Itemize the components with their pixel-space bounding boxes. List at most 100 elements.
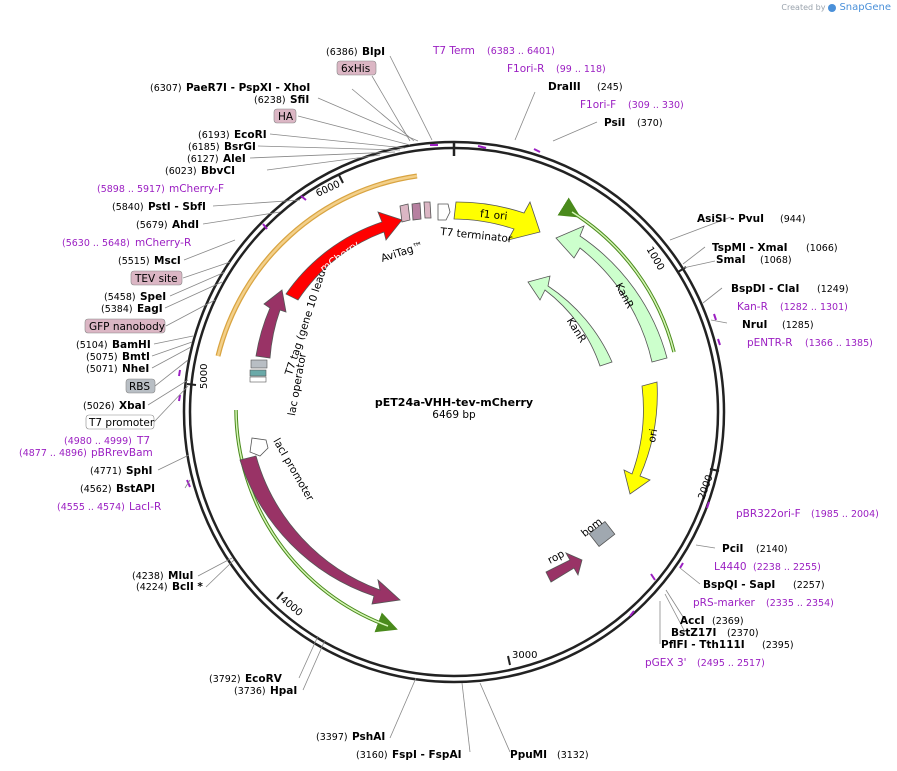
plasmid-size: 6469 bp	[432, 409, 476, 421]
t7-terminator-label: T7 terminator	[439, 226, 514, 246]
rbs-block	[250, 359, 268, 369]
site-pos: (5458)	[104, 292, 136, 303]
site-name: NruI	[742, 319, 767, 331]
site-name: BamHI	[112, 339, 151, 351]
primer-range: (4980 .. 4999)	[64, 436, 132, 447]
site-pos: (1066)	[806, 243, 838, 254]
site-pos: (5071)	[86, 364, 118, 375]
tick-label-5000: 5000	[199, 364, 210, 389]
primer-marks	[178, 144, 721, 617]
site-pos: (6238)	[254, 95, 286, 106]
site-name: PciI	[722, 543, 743, 555]
primer-name: pBR322ori-F	[736, 508, 801, 520]
primer-name: L4440	[714, 561, 747, 573]
primer-range: (1366 .. 1385)	[805, 338, 873, 349]
tag-block-2	[411, 202, 422, 221]
site-name: EagI	[137, 303, 163, 315]
site-pos: (1249)	[817, 284, 849, 295]
primer-name: pBRrevBam	[91, 447, 153, 459]
laci-promoter-label: lacI promoter	[270, 436, 316, 503]
feature-tev-site-label: TEV site	[134, 273, 178, 285]
site-name: PstI - SbfI	[148, 201, 206, 213]
kanr-arrow-1	[555, 225, 668, 363]
site-pos: (2140)	[756, 544, 788, 555]
feature-gfp-nanobody-label: GFP nanobody	[89, 321, 165, 333]
ori-label: ori	[646, 428, 660, 444]
avitag-block	[399, 203, 411, 223]
site-pos: (2369)	[712, 616, 744, 627]
primer-range: (5630 .. 5648)	[62, 238, 130, 249]
primer-name: pGEX 3'	[645, 657, 687, 669]
created-by-text: Created by	[781, 3, 826, 12]
snapgene-credit: Created by SnapGene	[781, 2, 891, 13]
primer-range: (2495 .. 2517)	[697, 658, 765, 669]
site-name: AhdI	[172, 219, 199, 231]
site-name: DraIII	[548, 81, 581, 93]
t7-terminator-marker	[437, 203, 451, 221]
feature-rbs-label: RBS	[129, 381, 150, 393]
site-name: BbvCI	[201, 165, 235, 177]
primer-name: T7 Term	[432, 45, 475, 57]
snapgene-logo-icon	[828, 3, 837, 12]
site-name: PsiI	[604, 117, 625, 129]
site-pos: (3160)	[356, 750, 388, 761]
boxed-feature-labels: 6xHis HA TEV site GFP nanobody RBS T7 pr…	[84, 60, 377, 430]
site-pos: (3132)	[557, 750, 589, 761]
site-name: BmtI	[122, 351, 150, 363]
site-name: TspMI - XmaI	[712, 242, 788, 254]
restriction-sites-left: (6386) BlpI (6307) PaeR7I - PspXI - XhoI…	[76, 46, 589, 761]
feature-t7-promoter-label: T7 promoter	[88, 417, 155, 429]
primer-range: (1985 .. 2004)	[811, 509, 879, 520]
site-pos: (944)	[780, 214, 806, 225]
site-name: AleI	[223, 153, 246, 165]
primer-range: (4877 .. 4896)	[19, 448, 87, 459]
kanr-arrow-2	[527, 275, 613, 367]
site-name: BlpI	[362, 46, 385, 58]
rop-arrow	[545, 552, 583, 583]
primer-range: (309 .. 330)	[628, 100, 684, 111]
site-pos: (3736)	[234, 686, 266, 697]
primer-name: pENTR-R	[747, 337, 793, 349]
tick-label-4000: 4000	[278, 594, 305, 619]
site-name: BspDI - ClaI	[731, 283, 799, 295]
site-pos: (370)	[637, 118, 663, 129]
site-name: MluI	[168, 570, 193, 582]
site-pos: (1068)	[760, 255, 792, 266]
f1-ori-label: f1 ori	[479, 208, 507, 223]
site-pos: (5104)	[76, 340, 108, 351]
site-pos: (2370)	[727, 628, 759, 639]
site-name: BclI *	[172, 581, 203, 593]
t7-tag-arrow	[255, 289, 287, 359]
site-name: PflFI - Tth111I	[661, 639, 745, 651]
site-name: BstAPI	[116, 483, 155, 495]
site-pos: (6386)	[326, 47, 358, 58]
f1-ori-arrow	[453, 201, 541, 241]
laci-arrow	[239, 455, 401, 605]
primer-name: mCherry-R	[135, 237, 191, 249]
site-pos: (5679)	[136, 220, 168, 231]
site-name: HpaI	[270, 685, 297, 697]
site-pos: (1285)	[782, 320, 814, 331]
site-name: BspQI - SapI	[703, 579, 775, 591]
primer-name: Kan-R	[737, 301, 768, 313]
site-name: MscI	[154, 255, 181, 267]
site-name: BstZ17I	[671, 627, 716, 639]
site-name: FspI - FspAI	[392, 749, 462, 761]
snapgene-brand-text: SnapGene	[839, 2, 891, 13]
site-name: SfiI	[290, 94, 309, 106]
site-name: BsrGI	[224, 141, 256, 153]
avitag-label: AviTag™	[379, 240, 425, 265]
site-pos: (4562)	[80, 484, 112, 495]
laci-promoter-arrow	[249, 437, 269, 457]
site-name: SmaI	[716, 254, 746, 266]
tag-block-3	[423, 201, 432, 219]
lac-operator-block	[249, 376, 267, 383]
site-pos: (4224)	[136, 582, 168, 593]
site-name: PpuMI	[510, 749, 547, 761]
primer-name: F1ori-R	[507, 63, 544, 75]
primer-name: F1ori-F	[580, 99, 616, 111]
site-pos: (2395)	[762, 640, 794, 651]
tick-label-3000: 3000	[512, 650, 537, 661]
site-pos: (6185)	[188, 142, 220, 153]
